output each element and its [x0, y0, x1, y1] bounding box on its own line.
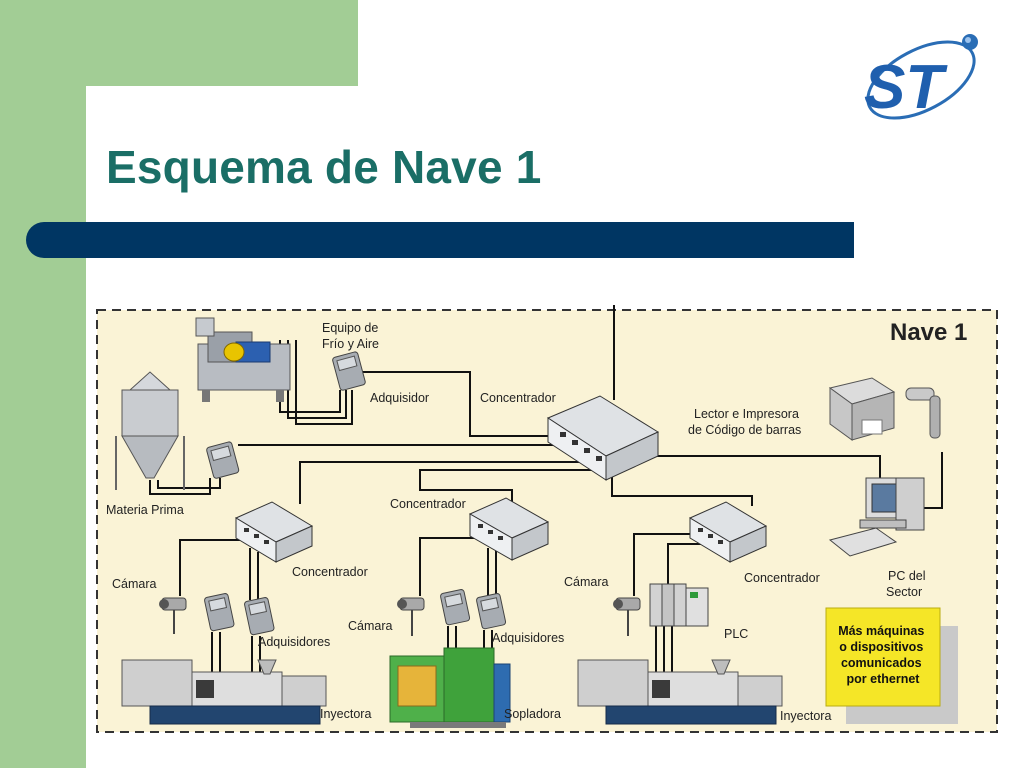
concentrador-left-label: Concentrador — [292, 565, 368, 579]
nave-label: Nave 1 — [890, 319, 967, 346]
chiller-unit — [195, 317, 291, 402]
title-underline-bar — [26, 222, 854, 258]
barcode-reader — [905, 387, 941, 439]
concentrador-main-label: Concentrador — [480, 391, 556, 405]
mid-hub-switch — [468, 497, 550, 561]
concentrador-right-label: Concentrador — [744, 571, 820, 585]
equipo-label: Equipo de Frío y Aire — [322, 321, 382, 351]
camera-mid-icon — [397, 597, 425, 636]
logo-lettering: ST — [864, 53, 948, 122]
slide-title: Esquema de Nave 1 — [106, 141, 542, 193]
plc-modules — [649, 583, 709, 627]
lector-label: Lector e Impresora de Código de barras — [688, 407, 802, 437]
camera-left-icon — [159, 597, 187, 634]
raw-material-silo — [115, 371, 185, 490]
more-devices-callout — [825, 607, 941, 707]
adquisidores-left-label: Adquisidores — [258, 635, 330, 649]
inyectora-right-label: Inyectora — [780, 709, 831, 723]
label-printer — [828, 377, 896, 441]
adquisidores-left-modules — [204, 593, 275, 636]
sector-pc — [828, 477, 925, 557]
pc-label: PC del Sector — [886, 569, 929, 599]
adquisidores-mid-modules — [440, 589, 507, 630]
sopladora-label: Sopladora — [504, 707, 561, 721]
rounded-corner — [86, 86, 166, 166]
more-devices-label: Más máquinas o dispositivos comunicados … — [838, 624, 928, 686]
camera-right-icon — [613, 597, 641, 636]
materia-prima-label: Materia Prima — [106, 503, 184, 517]
adquisidor-materia-module — [206, 441, 240, 479]
camara-right-label: Cámara — [564, 575, 609, 589]
sidebar-green-band — [0, 0, 86, 768]
adquisidor-module — [332, 351, 366, 391]
left-hub-switch — [234, 501, 314, 563]
top-green-band — [86, 0, 358, 86]
st-logo-icon: ST — [864, 34, 978, 122]
adquisidores-mid-label: Adquisidores — [492, 631, 564, 645]
right-hub-switch — [688, 501, 768, 563]
injection-machine-left — [121, 659, 327, 725]
camara-left-label: Cámara — [112, 577, 157, 591]
adquisidor-label: Adquisidor — [370, 391, 429, 405]
concentrador-mid-label: Concentrador — [390, 497, 466, 511]
injection-machine-right — [577, 659, 783, 725]
camara-mid-label: Cámara — [348, 619, 393, 633]
inyectora-left-label: Inyectora — [320, 707, 371, 721]
blow-molding-machine — [389, 647, 511, 728]
plc-label: PLC — [724, 627, 748, 641]
main-hub-switch — [546, 395, 660, 481]
